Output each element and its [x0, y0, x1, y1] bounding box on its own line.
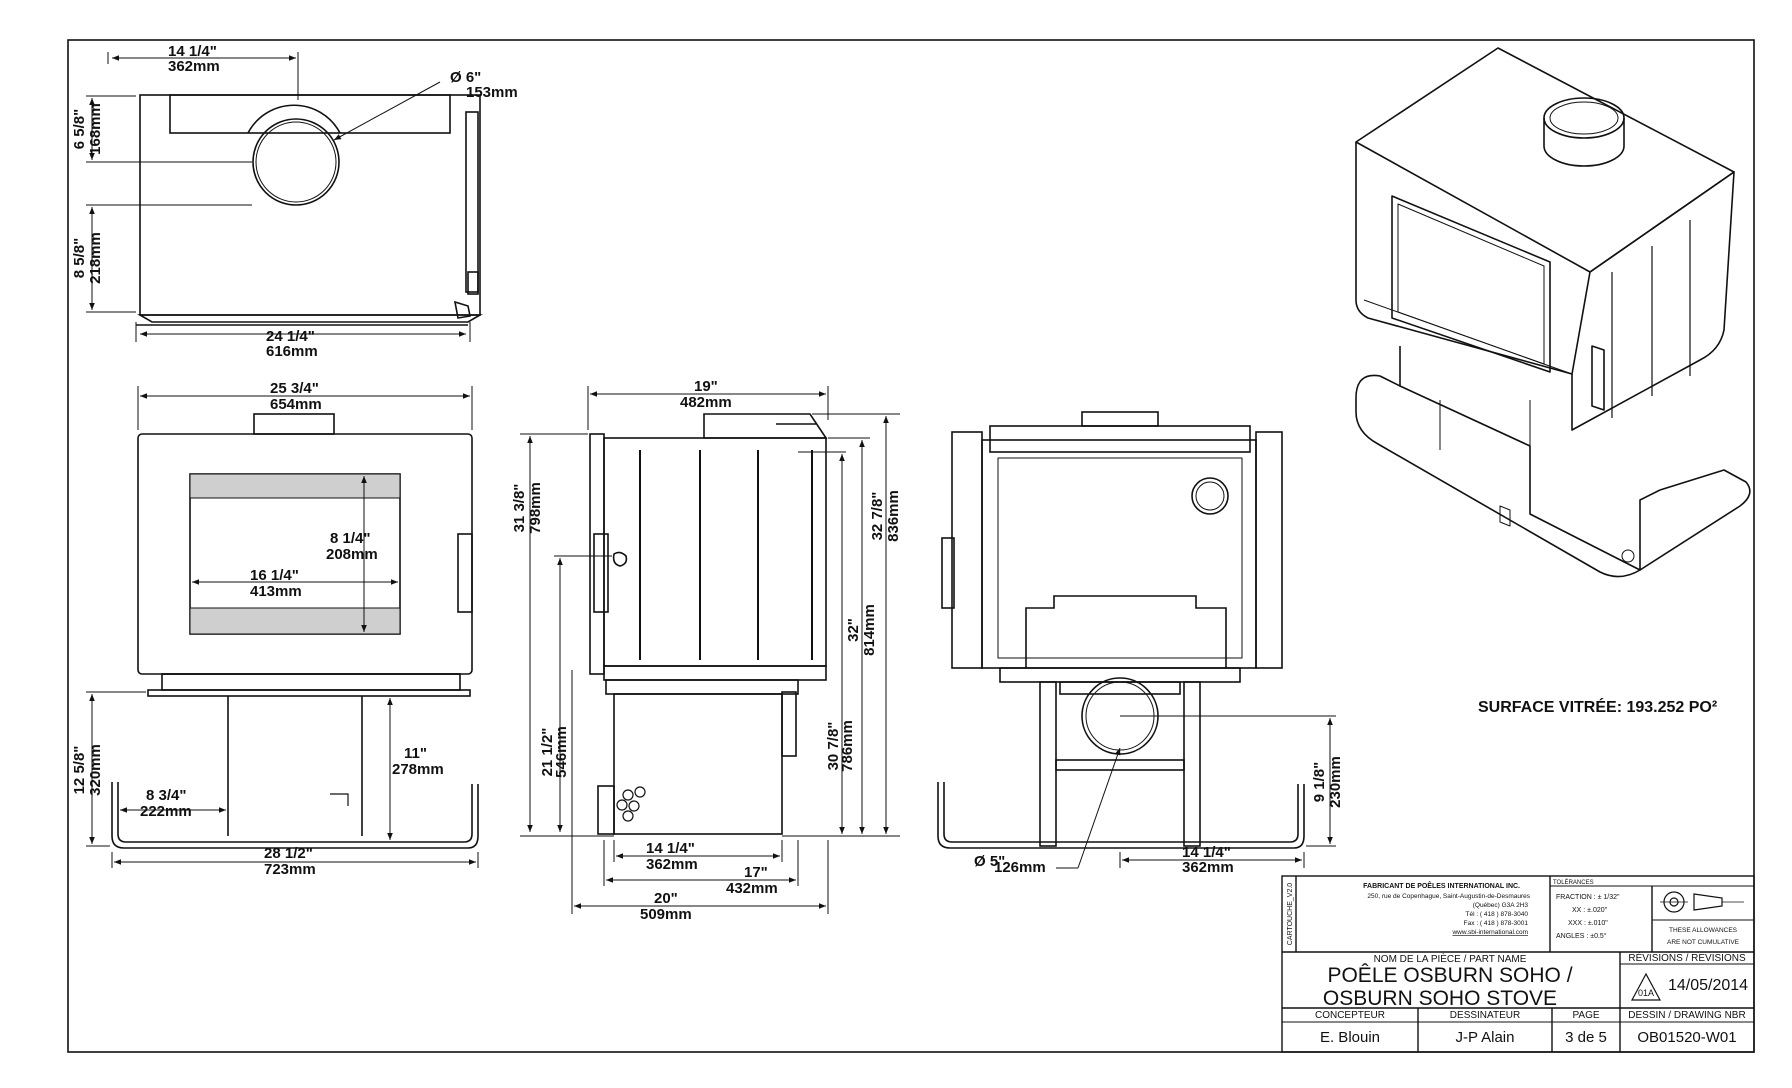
side-b2-in: 17": [744, 864, 768, 881]
top-pipe-in: Ø 6": [450, 69, 481, 86]
side-h1-in: 31 3/8": [511, 484, 528, 533]
revisions-label: RÉVISIONS / REVISIONS: [1628, 951, 1746, 964]
top-depth1: 6 5/8": [71, 109, 88, 149]
tolerances-label: TOLÉRANCES: [1553, 879, 1594, 886]
isometric-view: [1355, 47, 1751, 578]
side-h1-mm: 798mm: [527, 482, 544, 534]
base-width-mm: 723mm: [264, 861, 316, 878]
glass-height-mm: 208mm: [326, 546, 378, 563]
side-view: [589, 413, 828, 835]
flue-collar-top: [252, 118, 340, 206]
glass-width-in: 16 1/4": [250, 567, 299, 584]
glass-surface-note: SURFACE VITRÉE: 193.252 PO²: [1478, 697, 1717, 716]
designer-label: CONCEPTEUR: [1315, 1010, 1385, 1021]
side-view-dimensions: [520, 386, 900, 914]
side-b3-in: 20": [654, 890, 678, 907]
company-web: www.sbi-international.com: [1451, 929, 1528, 936]
top-width-mm: 362mm: [168, 58, 220, 75]
side-h2-in: 32 7/8": [869, 492, 886, 541]
title-vertical-tag: CARTOUCHE_V2.0: [1287, 883, 1294, 945]
rear-width-in: 14 1/4": [1182, 844, 1231, 861]
side-h4-in: 30 7/8": [825, 722, 842, 771]
revision-date: 14/05/2014: [1668, 977, 1748, 994]
part-name-line-1: POÊLE OSBURN SOHO /: [1327, 964, 1572, 987]
base-height-in: 11": [404, 745, 427, 762]
side-b3-mm: 509mm: [640, 906, 692, 923]
part-name-line-2: OSBURN SOHO STOVE: [1323, 987, 1557, 1010]
drafter-value: J-P Alain: [1456, 1029, 1515, 1046]
rear-height-in: 9 1/8": [1311, 762, 1328, 802]
side-h5-mm: 546mm: [553, 726, 570, 778]
allowance-2: ARE NOT CUMULATIVE: [1667, 939, 1740, 946]
side-b1-mm: 362mm: [646, 856, 698, 873]
designer-value: E. Blouin: [1320, 1029, 1380, 1046]
tol-xxx: XXX : ±.010": [1568, 920, 1608, 927]
company-address-2: (Québec) G3A 2H3: [1473, 902, 1529, 909]
side-b2-mm: 432mm: [726, 880, 778, 897]
rear-view: [937, 411, 1305, 849]
company-tel: Tél : ( 418 ) 878-3040: [1465, 911, 1528, 918]
base-width-in: 28 1/2": [264, 845, 313, 862]
side-depth-mm: 482mm: [680, 394, 732, 411]
side-h4-mm: 786mm: [839, 720, 856, 772]
side-h3-in: 32": [845, 618, 862, 642]
top-view-dimensions: [86, 52, 471, 342]
title-block: [1281, 875, 1755, 1053]
top-depth1-mm: 168mm: [87, 103, 104, 155]
top-depth2-mm: 218mm: [87, 232, 104, 284]
top-total-in: 24 1/4": [266, 328, 315, 345]
sheet-border: [67, 39, 1755, 1053]
ped-height-in: 12 5/8": [71, 746, 88, 795]
side-b1-in: 14 1/4": [646, 840, 695, 857]
base-height-mm: 278mm: [392, 761, 444, 778]
side-h3-mm: 814mm: [861, 604, 878, 656]
foot-mm: 222mm: [140, 803, 192, 820]
top-depth2: 8 5/8": [71, 238, 88, 278]
part-name-label: NOM DE LA PIÈCE / PART NAME: [1374, 952, 1527, 965]
tol-xx: XX : ±.020": [1572, 907, 1608, 914]
front-width-mm: 654mm: [270, 396, 322, 413]
rear-view-dimensions: [1056, 715, 1336, 869]
company-fax: Fax : ( 418 ) 878-3001: [1464, 920, 1529, 927]
allowance-1: THESE ALLOWANCES: [1669, 927, 1738, 934]
revision-code: 01A: [1638, 988, 1654, 998]
side-depth-in: 19": [694, 378, 718, 395]
tol-fraction: FRACTION : ± 1/32": [1556, 894, 1620, 901]
company-name: FABRICANT DE POÊLES INTERNATIONAL INC.: [1363, 881, 1520, 890]
outside-air-port: [1191, 477, 1229, 515]
top-pipe-mm: 153mm: [466, 84, 518, 101]
rear-outlet-in: Ø 5": [974, 853, 1005, 870]
top-view: [136, 94, 483, 326]
tol-angles: ANGLES : ±0.5°: [1556, 932, 1607, 940]
rear-outlet-mm: 126mm: [994, 859, 1046, 876]
top-width-in: 14 1/4": [168, 43, 217, 60]
drafter-label: DESSINATEUR: [1450, 1010, 1520, 1021]
drawing-number: OB01520-W01: [1637, 1029, 1736, 1046]
page-value: 3 de 5: [1565, 1029, 1607, 1046]
front-width-in: 25 3/4": [270, 380, 319, 397]
glass-width-mm: 413mm: [250, 583, 302, 600]
front-view-dimensions: [86, 386, 479, 868]
top-total-mm: 616mm: [266, 343, 318, 360]
ped-height-mm: 320mm: [87, 744, 104, 796]
drawing-label: DESSIN / DRAWING NBR: [1628, 1010, 1745, 1021]
glass-height-in: 8 1/4": [330, 530, 370, 547]
page-label: PAGE: [1572, 1010, 1599, 1021]
rear-width-mm: 362mm: [1182, 859, 1234, 876]
side-h5-in: 21 1/2": [539, 728, 556, 777]
company-address-1: 250, rue de Copenhague, Saint-Augustin-d…: [1367, 893, 1530, 900]
side-h2-mm: 836mm: [885, 490, 902, 542]
front-view: [111, 413, 479, 849]
rear-height-mm: 230mm: [1327, 756, 1344, 808]
foot-in: 8 3/4": [146, 787, 186, 804]
